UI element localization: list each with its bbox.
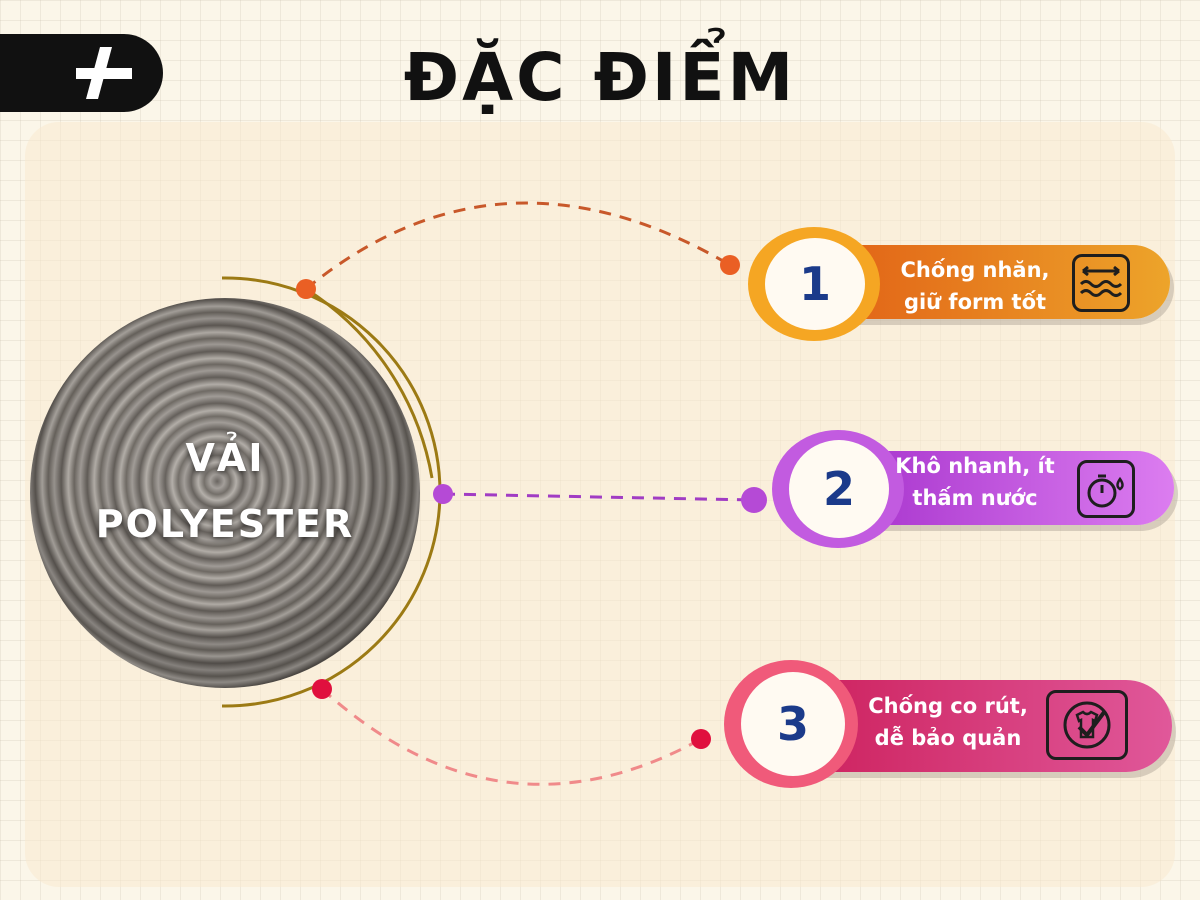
- stretch-fabric-icon: [1072, 254, 1130, 312]
- feature-3-line1: Chống co rút,: [868, 694, 1028, 718]
- connector-1: [305, 201, 731, 291]
- brand-logo: [0, 34, 163, 112]
- dot-2-end: [741, 487, 767, 513]
- quick-dry-timer-icon: [1077, 460, 1135, 518]
- feature-3-number: 3: [776, 697, 809, 751]
- outer-arc-upper: [221, 276, 442, 495]
- connector-2: [442, 492, 755, 502]
- page-title: ĐẶC ĐIỂM: [403, 39, 797, 116]
- feature-2-line2: thấm nước: [912, 486, 1038, 510]
- feature-3-badge: 3: [741, 672, 845, 776]
- feature-1-line1: Chống nhăn,: [900, 258, 1050, 282]
- dot-3-start: [312, 679, 332, 699]
- feature-1-badge: 1: [765, 238, 865, 330]
- dot-1-start: [296, 279, 316, 299]
- polyester-fabric-image: [30, 298, 420, 688]
- feature-1-number: 1: [798, 257, 831, 311]
- connector-3: [320, 687, 702, 786]
- plus-slash-logo-icon: [76, 47, 132, 99]
- dot-3-end: [691, 729, 711, 749]
- feature-1-line2: giữ form tốt: [903, 290, 1047, 314]
- feature-2-badge: 2: [789, 440, 889, 538]
- feature-2-text: Khô nhanh, ít thấm nước: [885, 450, 1065, 514]
- dot-2-start: [433, 484, 453, 504]
- center-label-line2: POLYESTER: [95, 502, 355, 546]
- feature-3-line2: dễ bảo quản: [874, 726, 1022, 750]
- shirt-check-icon: [1046, 690, 1128, 760]
- center-label-line1: VẢI: [185, 436, 265, 480]
- feature-3-text: Chống co rút, dễ bảo quản: [858, 690, 1038, 754]
- fabric-shading: [30, 298, 420, 688]
- dot-1-end: [720, 255, 740, 275]
- feature-2-number: 2: [822, 462, 855, 516]
- outer-arc-lower: [221, 493, 442, 708]
- feature-2-line1: Khô nhanh, ít: [895, 454, 1055, 478]
- feature-1-text: Chống nhăn, giữ form tốt: [885, 254, 1065, 318]
